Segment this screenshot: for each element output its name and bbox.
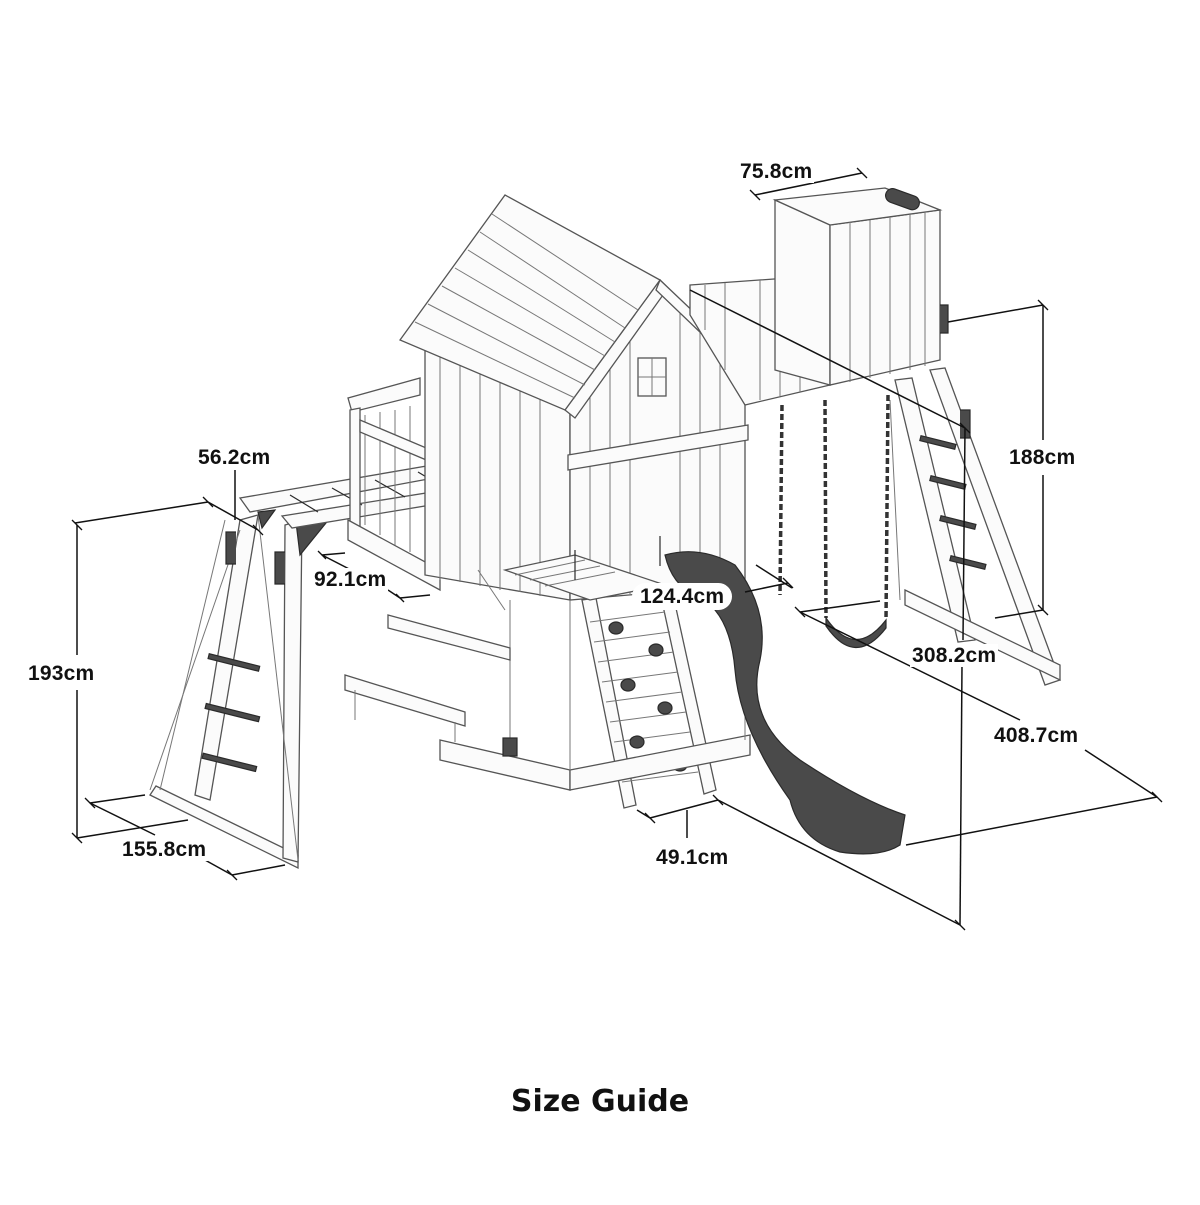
dimension-label-slide-platform-height: 124.4cm bbox=[632, 583, 733, 610]
dimension-label-climbing-wall-width: 49.1cm bbox=[654, 846, 731, 869]
dimension-label-overall-length: 408.7cm bbox=[992, 724, 1081, 747]
dimension-lines bbox=[71, 167, 1163, 931]
playhouse bbox=[347, 194, 761, 809]
dimension-label-tower-top-width: 75.8cm bbox=[738, 160, 815, 183]
swing bbox=[778, 394, 890, 649]
dimension-label-swing-beam-height: 188cm bbox=[1007, 446, 1078, 469]
tower bbox=[689, 187, 949, 406]
picnic-bench bbox=[344, 569, 511, 742]
dimension-label-monkey-bar-width: 56.2cm bbox=[196, 446, 273, 469]
dimension-label-a-frame-base-width: 155.8cm bbox=[120, 838, 209, 861]
dimension-label-monkey-bar-height: 193cm bbox=[26, 662, 97, 685]
dimension-label-overall-depth: 308.2cm bbox=[910, 644, 999, 667]
dimension-label-monkey-bar-span: 92.1cm bbox=[312, 568, 389, 591]
swing-frame bbox=[889, 367, 1061, 686]
page-title: Size Guide bbox=[510, 1084, 690, 1119]
slide bbox=[664, 551, 906, 855]
monkey-bar-frame bbox=[149, 509, 332, 870]
